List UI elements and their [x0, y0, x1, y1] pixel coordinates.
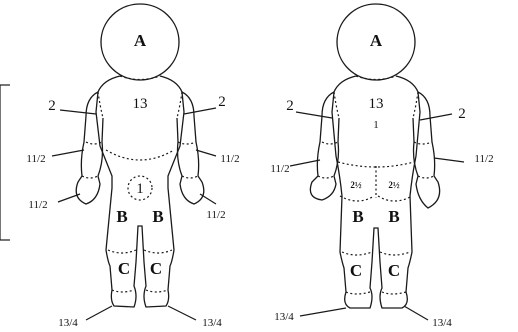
anterior-foot-right-label: 13/4: [202, 317, 222, 329]
posterior-thigh-left-label: B: [352, 207, 363, 226]
posterior-foot-right-label: 13/4: [432, 317, 452, 329]
anterior-head-label: A: [134, 31, 147, 50]
anterior-foot-left-label: 13/4: [58, 317, 78, 329]
posterior-trunk-mark-label: 1: [373, 119, 379, 131]
anterior-leg-right-label: C: [150, 259, 162, 278]
anterior-figure: A 13 1 2 2 11/2 11/2 11/2 11/2 B B C C 1…: [26, 4, 239, 329]
posterior-figure: A 13 1 2 2 11/2 11/2 2½ 2½ B B C C 13/4 …: [270, 4, 493, 329]
posterior-leg-right-label: C: [388, 261, 400, 280]
anterior-hand-left-label: 11/2: [28, 199, 47, 211]
anterior-forearm-left-label: 11/2: [26, 153, 45, 165]
posterior-thigh-right-label: B: [388, 207, 399, 226]
anterior-left-arm: [76, 92, 103, 204]
anterior-thigh-right-label: B: [152, 207, 163, 226]
anterior-forearm-right-label: 11/2: [220, 153, 239, 165]
anterior-right-arm: [177, 92, 204, 204]
anterior-hand-right-label: 11/2: [206, 209, 225, 221]
posterior-leg-left-label: C: [350, 261, 362, 280]
posterior-trunk-label: 13: [369, 96, 384, 112]
anterior-upper-arm-left-label: 2: [48, 98, 56, 114]
anterior-leg-left-label: C: [118, 259, 130, 278]
anterior-genital-label: 1: [136, 181, 144, 197]
posterior-upper-arm-left-label: 2: [286, 98, 294, 114]
anterior-trunk-label: 13: [133, 96, 148, 112]
posterior-head-label: A: [370, 31, 383, 50]
posterior-buttock-left-label: 2½: [350, 180, 362, 190]
partial-frame-left: [0, 85, 10, 240]
anterior-upper-arm-right-label: 2: [218, 94, 226, 110]
posterior-forearm-left-label: 11/2: [270, 163, 289, 175]
posterior-upper-arm-right-label: 2: [458, 106, 466, 122]
posterior-foot-left-label: 13/4: [274, 311, 294, 323]
posterior-buttock-right-label: 2½: [388, 180, 400, 190]
anterior-thigh-left-label: B: [116, 207, 127, 226]
posterior-forearm-right-label: 11/2: [474, 153, 493, 165]
